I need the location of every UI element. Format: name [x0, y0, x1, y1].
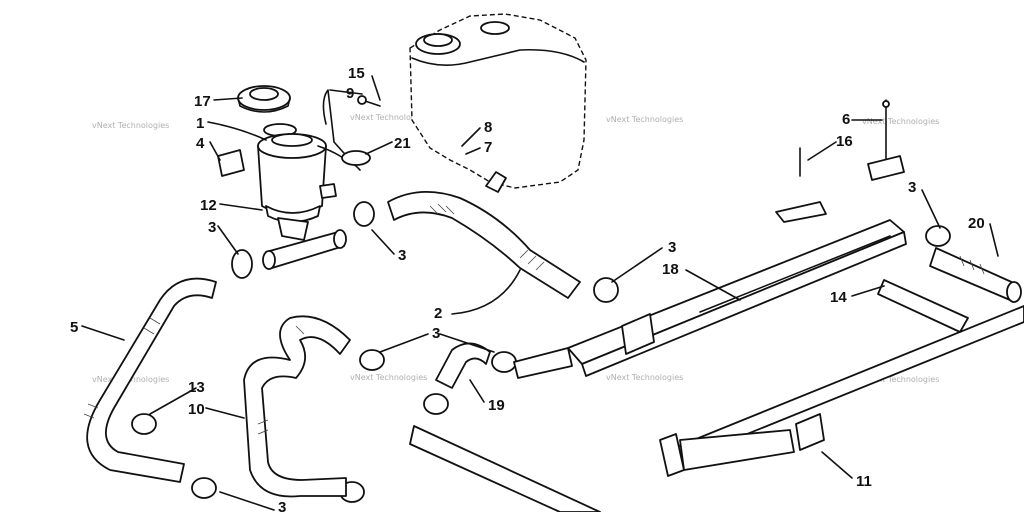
watermark: vNext Technologies — [606, 115, 683, 124]
callout-18: 18 — [662, 261, 679, 278]
callout-3: 3 — [278, 499, 286, 512]
hose-20 — [929, 247, 1022, 303]
callout-17: 17 — [194, 93, 211, 110]
callout-21: 21 — [394, 135, 411, 152]
callout-3: 3 — [668, 239, 676, 256]
bracket-14 — [877, 279, 969, 333]
callout-4: 4 — [196, 135, 205, 152]
hose-5 — [83, 277, 217, 483]
frame-rail — [409, 425, 601, 512]
watermark: vNext Technologies — [350, 113, 427, 122]
callout-16: 16 — [836, 133, 853, 150]
hose-19 — [435, 342, 573, 389]
hose-clamp — [341, 150, 371, 166]
coolant-reservoir-tank — [409, 13, 587, 193]
watermark: vNext Technologies — [92, 121, 169, 130]
callout-14: 14 — [830, 289, 847, 306]
leader-lines — [81, 75, 999, 511]
heat-exchanger-11 — [659, 305, 1024, 477]
callout-11: 11 — [856, 473, 872, 490]
callout-3: 3 — [908, 179, 916, 196]
callout-labels: 17 1 4 12 3 15 9 21 8 7 3 5 2 3 18 6 16 … — [70, 65, 985, 512]
callout-13: 13 — [188, 379, 205, 396]
hose-10 — [243, 315, 351, 498]
hose-2 — [387, 190, 581, 299]
callout-7: 7 — [484, 139, 492, 156]
heat-exchanger-18 — [567, 219, 907, 377]
watermark: vNext Technologies — [350, 373, 427, 382]
callout-12: 12 — [200, 197, 217, 214]
radiator-cap — [237, 85, 291, 113]
tee-fitting — [262, 229, 347, 270]
hose-clamps — [131, 201, 951, 503]
callout-3: 3 — [432, 325, 440, 342]
decal — [217, 149, 245, 177]
callout-2: 2 — [434, 305, 442, 322]
callout-15: 15 — [348, 65, 365, 82]
watermark: vNext Technologies — [606, 373, 683, 382]
callout-19: 19 — [488, 397, 505, 414]
callout-3: 3 — [398, 247, 406, 264]
callout-3: 3 — [208, 219, 216, 236]
callout-8: 8 — [484, 119, 492, 136]
callout-20: 20 — [968, 215, 985, 232]
watermark: vNext Technologies — [862, 375, 939, 384]
callout-1: 1 — [196, 115, 204, 132]
watermark: vNext Technologies — [862, 117, 939, 126]
filler-neck-tank — [257, 123, 337, 241]
callout-10: 10 — [188, 401, 205, 418]
callout-5: 5 — [70, 319, 78, 336]
callout-9: 9 — [346, 85, 354, 102]
callout-6: 6 — [842, 111, 850, 128]
fasteners — [775, 99, 905, 223]
